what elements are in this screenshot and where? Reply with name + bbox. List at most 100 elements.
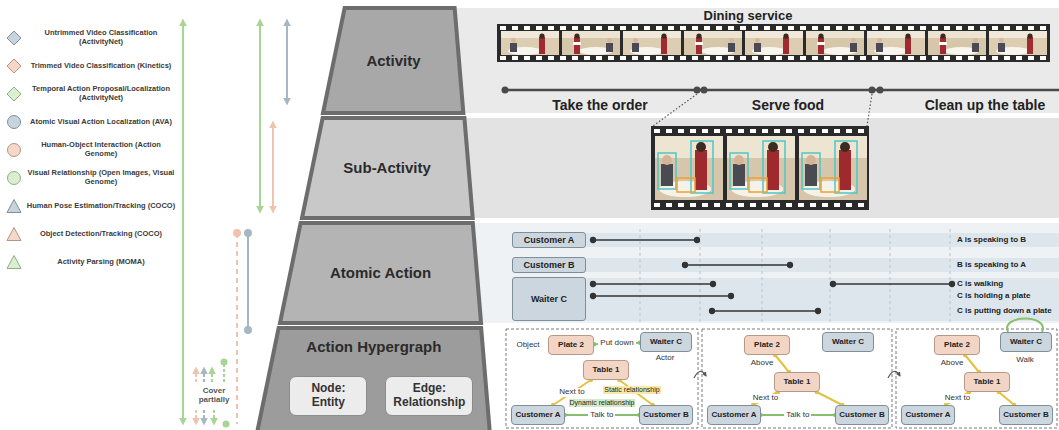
legend-diamond xyxy=(7,59,21,73)
role-note: Object xyxy=(516,341,539,350)
action-label: A is speaking to B xyxy=(957,236,1026,245)
video-frame xyxy=(928,31,986,55)
node-label: Table 1 xyxy=(784,377,811,386)
relation-type-note: Static relationship xyxy=(603,386,660,394)
video-frame xyxy=(727,136,795,200)
node-label: Customer A xyxy=(524,235,575,245)
node-label: Customer B xyxy=(643,410,688,419)
edge-label: Above xyxy=(939,359,966,368)
legend-symbol xyxy=(6,254,22,270)
partial-range xyxy=(203,410,205,424)
action-label: C is walking xyxy=(957,280,1003,289)
range-end xyxy=(223,421,230,428)
legend-symbol xyxy=(6,142,22,158)
legend-circle xyxy=(8,172,21,185)
zoom-line xyxy=(653,94,697,126)
timeline-stripe xyxy=(586,258,1059,272)
range-end xyxy=(244,326,252,334)
legend-text: Activity Parsing (MOMA) xyxy=(24,258,178,267)
video-frame xyxy=(745,31,803,55)
film-strip xyxy=(651,126,869,210)
self-loop xyxy=(1007,319,1043,333)
legend-triangle xyxy=(7,200,21,213)
object-node: Table 1 xyxy=(964,372,1010,392)
grid-line xyxy=(950,229,951,322)
legend-text: Object Detection/Tracking (COCO) xyxy=(24,230,178,239)
legend-circle xyxy=(8,144,21,157)
grid-line xyxy=(890,229,891,322)
connector-line xyxy=(965,355,979,372)
actor-node: Waiter C xyxy=(640,332,692,352)
object-node: Table 1 xyxy=(774,372,820,392)
pyramid-level: Atomic Action xyxy=(280,223,481,323)
edge-label: Walk xyxy=(1016,356,1033,365)
partial-range xyxy=(223,364,225,382)
trapezoid-fill xyxy=(257,328,490,430)
range-end xyxy=(221,359,228,366)
legend-symbol xyxy=(6,170,22,186)
connector-line xyxy=(999,392,1014,405)
action-label: B is speaking to A xyxy=(957,261,1026,270)
relation-connector xyxy=(773,353,791,374)
concept-box: Edge: Relationship xyxy=(385,376,473,416)
graph-panel xyxy=(896,329,1057,428)
legend-triangle xyxy=(7,228,21,241)
node-label: Plate 2 xyxy=(944,340,970,349)
segment-label: Clean up the table xyxy=(925,98,1046,113)
timeline-dot xyxy=(502,87,509,94)
node-label: Customer A xyxy=(905,410,950,419)
actor-node: Customer B xyxy=(999,405,1052,425)
connector-line xyxy=(775,355,789,372)
partial-range xyxy=(213,410,215,424)
range-end xyxy=(244,229,252,237)
edge-label: Next to xyxy=(557,388,586,397)
trapezoid-fill xyxy=(302,118,473,218)
actor-row-box: Customer B xyxy=(512,257,586,273)
video-frame xyxy=(684,31,742,55)
legend-text: Temporal Action Proposal/Localization (A… xyxy=(24,85,178,102)
range-end xyxy=(233,229,241,237)
timeline-stripe xyxy=(586,233,1059,247)
film-strip xyxy=(497,24,1050,62)
legend-symbol xyxy=(6,86,22,102)
object-node: Plate 2 xyxy=(744,335,790,355)
node-label: Customer B xyxy=(1003,410,1048,419)
partial-range xyxy=(195,368,197,382)
activity-title: Dining service xyxy=(704,9,793,23)
timeline-stripe xyxy=(586,278,1059,321)
object-node: Plate 2 xyxy=(548,335,594,355)
node-label: Table 1 xyxy=(593,365,620,374)
coverage-range xyxy=(247,233,249,330)
legend-text: Human-Object Interaction (Action Genome) xyxy=(24,141,178,158)
node-label: Waiter C xyxy=(531,294,567,304)
pyramid-level: Action HypergraphNode: EntityEdge: Relat… xyxy=(257,328,490,430)
pyramid-level: Activity xyxy=(323,8,463,113)
level-title: Activity xyxy=(366,52,420,69)
legend-text: Untrimmed Video Classification (Activity… xyxy=(24,29,178,46)
actor-node: Customer B xyxy=(639,405,692,425)
sub-activity-band xyxy=(400,118,1059,218)
pyramid-level: Sub-Activity xyxy=(302,118,473,218)
actor-node: Waiter C xyxy=(822,332,874,352)
legend-text: Atomic Visual Action Localization (AVA) xyxy=(24,118,178,127)
video-frame xyxy=(501,31,559,55)
edge-label: Next to xyxy=(751,394,780,403)
level-title: Sub-Activity xyxy=(343,159,431,176)
object-node: Table 1 xyxy=(583,360,629,380)
legend-triangle xyxy=(7,256,21,269)
grid-line xyxy=(640,229,641,322)
partial-range xyxy=(203,368,205,382)
action-timelines xyxy=(591,238,955,314)
legend-symbol xyxy=(6,114,22,130)
timeline-dot xyxy=(701,87,708,94)
legend-text: Human Pose Estimation/Tracking (COCO) xyxy=(24,202,178,211)
role-note: Actor xyxy=(656,354,675,363)
grid-line xyxy=(830,229,831,322)
legend-text: Trimmed Video Classification (Kinetics) xyxy=(24,62,178,71)
node-label: Customer A xyxy=(711,410,756,419)
legend-symbol xyxy=(6,226,22,242)
grid-line xyxy=(700,229,701,322)
actor-node: Customer B xyxy=(835,405,888,425)
edge-label: Above xyxy=(749,359,776,368)
partial-range xyxy=(195,410,197,424)
